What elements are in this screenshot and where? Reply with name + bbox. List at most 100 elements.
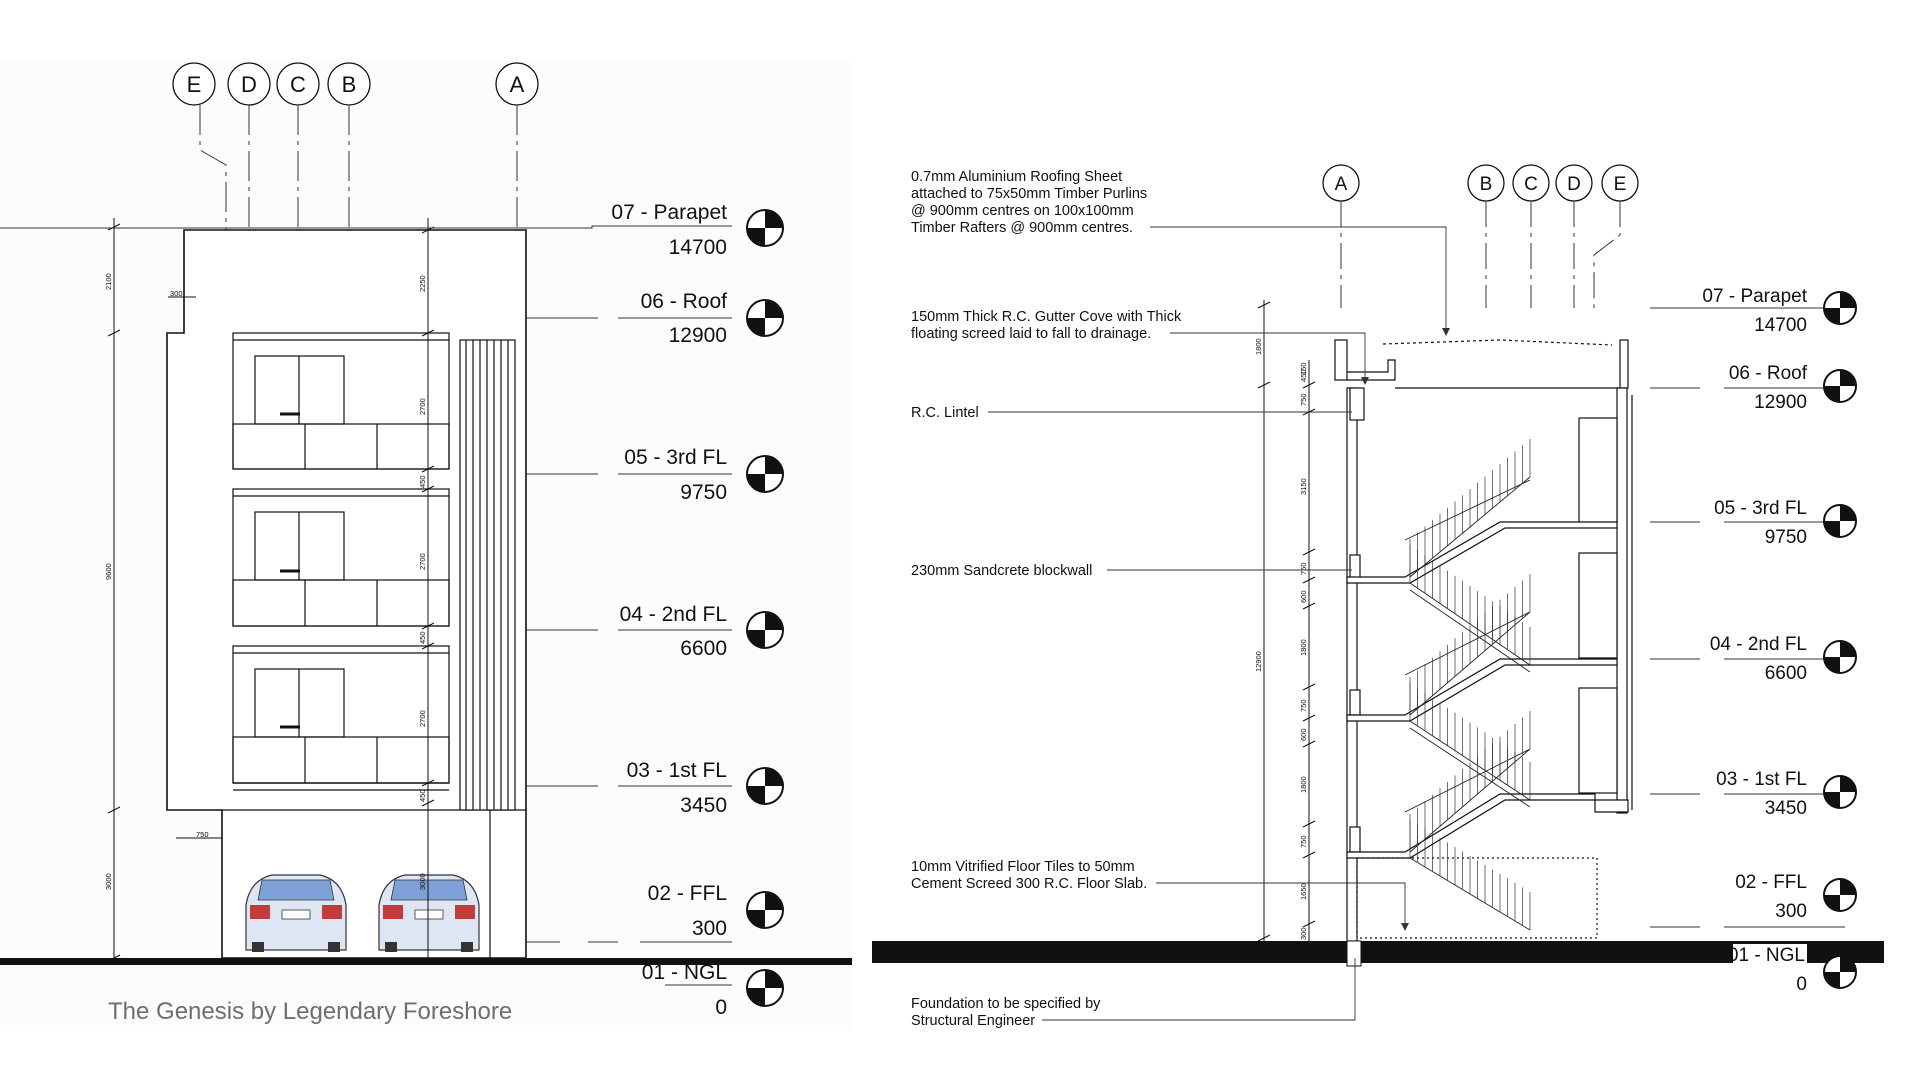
stairs xyxy=(1404,476,1531,931)
section-grid-label-c: C xyxy=(1524,174,1538,195)
left-level-05-name: 05 - 3rd FL xyxy=(624,446,727,469)
section-grid-label-b: B xyxy=(1480,174,1493,195)
note-roofing-line-1: 0.7mm Aluminium Roofing Sheet xyxy=(911,169,1122,185)
right-level-04-value: 6600 xyxy=(1765,663,1807,684)
dim-750-s1: 750 xyxy=(1299,393,1308,406)
note-gutter-line-2: floating screed laid to fall to drainage… xyxy=(911,326,1151,342)
dim-3150: 3150 xyxy=(1299,478,1308,495)
dim-750: 750 xyxy=(196,830,209,839)
grid-label-c: C xyxy=(290,72,306,97)
dim-1800-s1: 1800 xyxy=(1299,639,1308,656)
dim-600-s2: 600 xyxy=(1299,728,1308,741)
note-blockwall: 230mm Sandcrete blockwall xyxy=(911,563,1092,579)
left-level-02-name: 02 - FFL xyxy=(648,882,727,905)
dim-450-c: 450 xyxy=(418,789,427,802)
note-floor-line-2: Cement Screed 300 R.C. Floor Slab. xyxy=(911,876,1147,892)
dim-300-s: 300 xyxy=(1299,927,1308,940)
right-level-07-value: 14700 xyxy=(1754,315,1807,336)
dim-450-s: 450 xyxy=(1299,369,1308,382)
grid-label-a: A xyxy=(510,72,525,97)
note-roofing-line-4: Timber Rafters @ 900mm centres. xyxy=(911,220,1133,236)
left-level-03-name: 03 - 1st FL xyxy=(627,759,727,782)
dim-1650: 1650 xyxy=(1299,883,1308,900)
left-level-02-value: 300 xyxy=(692,917,727,940)
car-right xyxy=(378,874,480,952)
louvres xyxy=(459,339,516,811)
dim-2700-a: 2700 xyxy=(418,398,427,415)
grid-label-e: E xyxy=(187,72,202,97)
note-lintel: R.C. Lintel xyxy=(911,405,979,421)
right-dimension-lines xyxy=(1257,300,1316,942)
stair-balusters xyxy=(1409,439,1531,930)
right-level-05-name: 05 - 3rd FL xyxy=(1714,498,1807,519)
right-level-06-name: 06 - Roof xyxy=(1729,363,1808,384)
left-level-03-value: 3450 xyxy=(680,794,727,817)
right-grid-lines xyxy=(1340,201,1621,308)
dim-3000-a: 3000 xyxy=(104,873,113,890)
dim-1800-s2: 1800 xyxy=(1299,776,1308,793)
note-roofing-line-3: @ 900mm centres on 100x100mm xyxy=(911,203,1134,219)
dim-450-a: 450 xyxy=(418,475,427,488)
right-level-02-name: 02 - FFL xyxy=(1735,872,1807,893)
dim-150: 150 xyxy=(1299,362,1308,375)
dim-12900: 12900 xyxy=(1254,651,1263,672)
left-level-07-value: 14700 xyxy=(669,236,727,259)
right-level-01-value: 0 xyxy=(1796,974,1807,995)
left-level-01-name: 01 - NGL xyxy=(642,961,727,984)
left-grid-bubbles xyxy=(172,62,539,106)
dim-450-b: 450 xyxy=(418,631,427,644)
roof xyxy=(1334,339,1629,389)
left-level-06-value: 12900 xyxy=(669,324,727,347)
dim-2100: 2100 xyxy=(104,273,113,290)
dim-600-s1: 600 xyxy=(1299,590,1308,603)
right-section: A B C D E xyxy=(872,164,1884,1029)
note-roofing-line-2: attached to 75x50mm Timber Purlins xyxy=(911,186,1147,202)
right-level-07-name: 07 - Parapet xyxy=(1702,286,1807,307)
dim-2700-c: 2700 xyxy=(418,710,427,727)
dim-750-s4: 750 xyxy=(1299,835,1308,848)
left-dimension-lines xyxy=(107,218,435,965)
section-grid-label-a: A xyxy=(1335,174,1348,195)
ngl-label-box xyxy=(1733,944,1807,963)
dim-2250: 2250 xyxy=(418,275,427,292)
left-level-04-value: 6600 xyxy=(680,637,727,660)
note-leaders xyxy=(988,226,1447,1021)
left-level-05-value: 9750 xyxy=(680,481,727,504)
dim-750-s3: 750 xyxy=(1299,699,1308,712)
left-level-07-name: 07 - Parapet xyxy=(611,201,727,224)
grid-label-b: B xyxy=(342,72,357,97)
section-grid-label-d: D xyxy=(1567,174,1581,195)
dim-2700-b: 2700 xyxy=(418,553,427,570)
dim-3000-b: 3000 xyxy=(418,873,427,890)
caption: The Genesis by Legendary Foreshore xyxy=(108,998,513,1025)
left-level-01-value: 0 xyxy=(715,996,727,1019)
right-level-03-value: 3450 xyxy=(1765,798,1807,819)
car-left xyxy=(245,874,347,952)
right-level-04-name: 04 - 2nd FL xyxy=(1710,634,1807,655)
dim-300: 300 xyxy=(170,289,183,298)
left-level-lines xyxy=(0,225,732,986)
left-ground-line xyxy=(0,958,852,965)
left-elevation: E D C B A xyxy=(0,60,852,1030)
left-level-06-name: 06 - Roof xyxy=(641,290,728,313)
right-level-lines xyxy=(1650,307,1845,928)
dim-1800-top: 1800 xyxy=(1254,338,1263,355)
right-level-06-value: 12900 xyxy=(1754,392,1807,413)
right-ground-band xyxy=(872,941,1884,963)
floor-slabs xyxy=(1346,521,1629,939)
right-level-markers xyxy=(1823,291,1857,989)
note-foundation-line-2: Structural Engineer xyxy=(911,1013,1035,1029)
right-wall xyxy=(1578,387,1633,814)
note-floor-line-1: 10mm Vitrified Floor Tiles to 50mm xyxy=(911,859,1135,875)
section-grid-label-e: E xyxy=(1614,174,1627,195)
right-level-03-name: 03 - 1st FL xyxy=(1716,769,1807,790)
grid-label-d: D xyxy=(241,72,257,97)
right-level-01-name: 01 - NGL xyxy=(1728,945,1805,966)
note-gutter-line-1: 150mm Thick R.C. Gutter Cove with Thick xyxy=(911,309,1182,325)
left-level-04-name: 04 - 2nd FL xyxy=(620,603,727,626)
right-level-05-value: 9750 xyxy=(1765,527,1807,548)
dim-9600: 9600 xyxy=(104,563,113,580)
note-foundation-line-1: Foundation to be specified by xyxy=(911,996,1101,1012)
dim-750-s2: 750 xyxy=(1299,562,1308,575)
